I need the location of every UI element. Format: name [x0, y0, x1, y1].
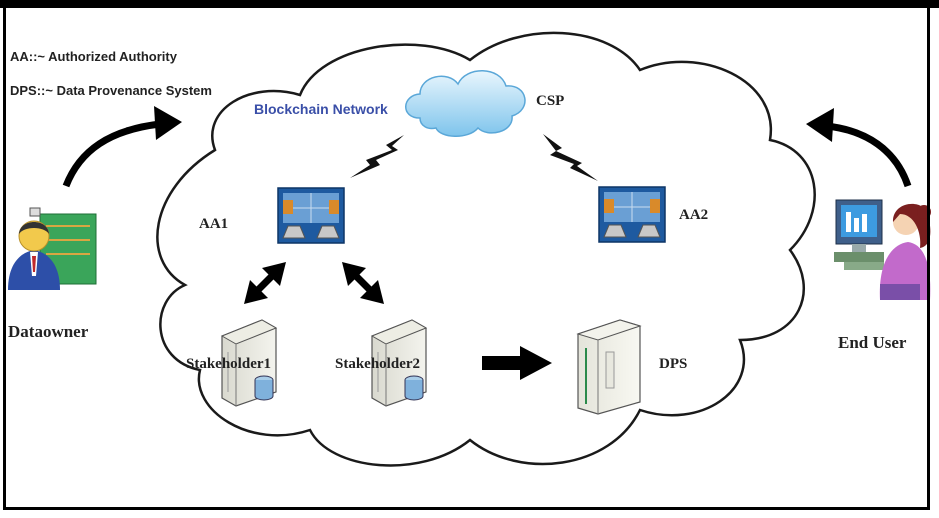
csp-label: CSP [536, 93, 565, 109]
lightning-icon-right [543, 134, 598, 181]
aa2-computer-icon [598, 186, 666, 243]
aa1-label: AA1 [199, 216, 229, 232]
end-user-label: End User [838, 333, 907, 352]
double-arrow-left [244, 262, 286, 304]
legend-aa: AA::~ Authorized Authority [10, 49, 177, 64]
dataowner-label: Dataowner [8, 322, 89, 341]
dataowner-person-icon [8, 207, 97, 290]
stakeholder1-label: Stakeholder1 [186, 356, 272, 372]
end-user-person-icon [834, 199, 931, 300]
legend-dps: DPS::~ Data Provenance System [10, 83, 212, 98]
curved-arrow-dataowner [62, 106, 182, 188]
dps-label: DPS [659, 356, 688, 372]
network-cloud-outline [156, 31, 816, 467]
stakeholder2-label: Stakeholder2 [335, 356, 421, 372]
dps-cabinet-icon [576, 319, 642, 415]
lightning-icon-left [350, 135, 404, 178]
stakeholder2-server-icon [370, 319, 428, 407]
aa2-label: AA2 [679, 207, 709, 223]
double-arrow-right [342, 262, 384, 304]
curved-arrow-enduser [806, 108, 912, 188]
arrow-to-dps [482, 346, 552, 380]
csp-cloud-icon [405, 70, 526, 137]
stakeholder1-server-icon [220, 319, 278, 407]
aa1-computer-icon [277, 187, 345, 244]
network-label: Blockchain Network [254, 101, 388, 117]
